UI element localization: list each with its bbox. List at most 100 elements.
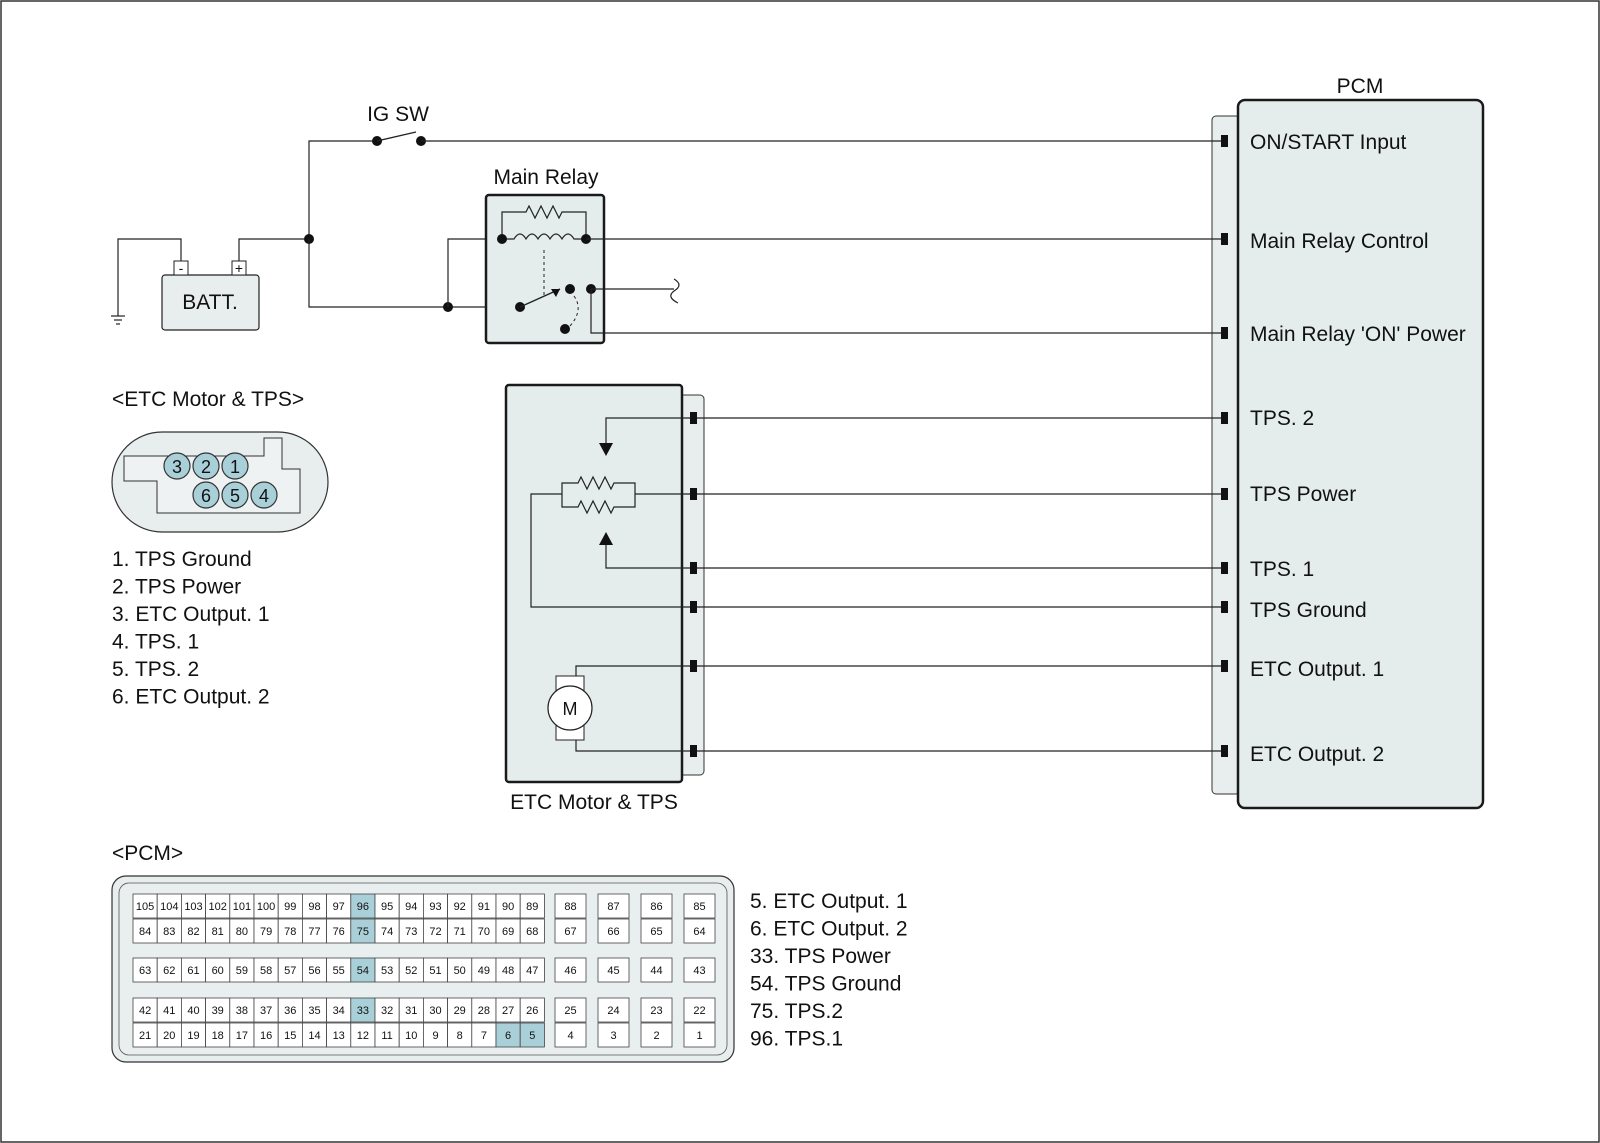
tps-resistor-top xyxy=(561,475,636,494)
pcm-cell xyxy=(519,997,545,1023)
pcm-pin-marker xyxy=(1221,660,1228,672)
etc-connector-pin xyxy=(221,452,249,480)
etc-block-box xyxy=(504,383,684,784)
pcm-cell xyxy=(447,893,473,919)
etc-pin-marker xyxy=(690,745,697,757)
etc-pin-list-item: 4. TPS. 1 xyxy=(112,631,199,654)
pcm-cell-number: 60 xyxy=(212,965,224,977)
etc-connector-title: <ETC Motor & TPS> xyxy=(112,388,304,411)
pcm-cell-number: 77 xyxy=(308,926,320,938)
pcm-cell-number: 87 xyxy=(607,901,619,913)
pcm-cell-number: 92 xyxy=(454,901,466,913)
pcm-cell-number: 84 xyxy=(139,926,151,938)
pcm-cell-number: 98 xyxy=(308,901,320,913)
ig-switch-blade xyxy=(376,131,417,142)
pcm-cell-number: 11 xyxy=(381,1030,392,1042)
pcm-cell xyxy=(495,957,521,983)
pcm-cell-number: 52 xyxy=(405,965,417,977)
pcm-cell xyxy=(180,957,206,983)
pcm-connector-strip xyxy=(1211,115,1241,795)
relay-coil-feed-wire xyxy=(447,238,502,307)
pcm-cell-number: 37 xyxy=(260,1005,272,1017)
pcm-cell xyxy=(229,997,255,1023)
pcm-cell-number: 102 xyxy=(209,901,227,913)
pcm-pin-marker xyxy=(1221,745,1228,757)
pcm-cell-number: 105 xyxy=(136,901,154,913)
pcm-cell-number: 6 xyxy=(505,1030,511,1042)
pcm-cell-number: 14 xyxy=(308,1030,320,1042)
etc-pin-list-item: 6. ETC Output. 2 xyxy=(112,686,270,709)
pcm-cell-number: 26 xyxy=(526,1005,538,1017)
pcm-cell-number: 7 xyxy=(481,1030,487,1042)
pcm-cell xyxy=(683,957,716,983)
pcm-cell-number: 34 xyxy=(333,1005,345,1017)
pcm-pin-marker xyxy=(1221,562,1228,574)
pcm-cell xyxy=(683,918,716,944)
etc-connector-pin-number: 2 xyxy=(201,457,211,477)
pcm-cell xyxy=(471,997,497,1023)
pcm-pin-list-item: 6. ETC Output. 2 xyxy=(750,918,908,941)
pcm-cell-number: 41 xyxy=(163,1005,175,1017)
pcm-cell-number: 9 xyxy=(432,1030,438,1042)
pcm-cell xyxy=(398,957,424,983)
battery-label: BATT. xyxy=(182,291,238,314)
etc-pin-list-item: 3. ETC Output. 1 xyxy=(112,603,270,626)
pcm-cell-number: 82 xyxy=(187,926,199,938)
pcm-cell-number: 25 xyxy=(564,1005,576,1017)
pcm-cell-number: 53 xyxy=(381,965,393,977)
pcm-cell xyxy=(519,893,545,919)
ig-feed-wire xyxy=(308,140,377,239)
pcm-cell-number: 24 xyxy=(607,1005,619,1017)
pcm-cell xyxy=(350,918,376,944)
pcm-cell-number: 97 xyxy=(333,901,345,913)
pcm-cell xyxy=(229,957,255,983)
etc-pin-list-item: 5. TPS. 2 xyxy=(112,658,199,681)
pcm-cell-number: 68 xyxy=(526,926,538,938)
pcm-cell xyxy=(447,1022,473,1048)
pcm-cell-number: 55 xyxy=(333,965,345,977)
battery-plus-sign: + xyxy=(235,260,243,276)
pcm-cell-number: 64 xyxy=(693,926,705,938)
pcm-cell-number: 39 xyxy=(212,1005,224,1017)
pcm-cell-number: 70 xyxy=(478,926,490,938)
pcm-cell-number: 91 xyxy=(478,901,490,913)
pcm-cell xyxy=(640,918,673,944)
pcm-cell-number: 20 xyxy=(163,1030,175,1042)
pcm-cell-number: 67 xyxy=(564,926,576,938)
pcm-cell-number: 76 xyxy=(333,926,345,938)
relay-switch-arrow xyxy=(551,289,560,297)
battery: BATT. - + xyxy=(161,260,260,331)
pcm-cell xyxy=(519,918,545,944)
pcm-cell-number: 58 xyxy=(260,965,272,977)
pcm-cell xyxy=(374,997,400,1023)
pcm-cell-number: 31 xyxy=(405,1005,417,1017)
ground-wire xyxy=(117,238,182,316)
pcm-cell-number: 73 xyxy=(405,926,417,938)
pcm-cell-number: 43 xyxy=(693,965,705,977)
relay-coil-terminal-a xyxy=(497,234,507,244)
pcm-cell xyxy=(301,1022,327,1048)
pcm-pin-label: ON/START Input xyxy=(1250,131,1407,154)
pcm-cell xyxy=(350,1022,376,1048)
pcm-cell xyxy=(422,957,448,983)
relay-coil xyxy=(502,233,586,241)
etc-block-label: ETC Motor & TPS xyxy=(510,791,678,814)
pcm-pin-list: 5. ETC Output. 16. ETC Output. 233. TPS … xyxy=(750,890,908,1051)
pcm-cell-number: 95 xyxy=(381,901,393,913)
etc-pin-list-item: 1. TPS Ground xyxy=(112,548,252,571)
etc-pin-marker xyxy=(690,601,697,613)
pcm-pin-marker xyxy=(1221,488,1228,500)
etc-pin-marker xyxy=(690,660,697,672)
pcm-cell xyxy=(374,918,400,944)
pcm-cell xyxy=(326,997,352,1023)
pcm-cell xyxy=(597,957,630,983)
tps-ground-internal xyxy=(530,493,694,608)
pcm-box xyxy=(1236,98,1485,810)
etc-pin-list-item: 2. TPS Power xyxy=(112,576,241,599)
pcm-cell xyxy=(156,957,182,983)
pcm-cell xyxy=(156,1022,182,1048)
pcm-cell xyxy=(495,1022,521,1048)
etc-connector-pin xyxy=(192,481,220,509)
pcm-cell-number: 38 xyxy=(236,1005,248,1017)
